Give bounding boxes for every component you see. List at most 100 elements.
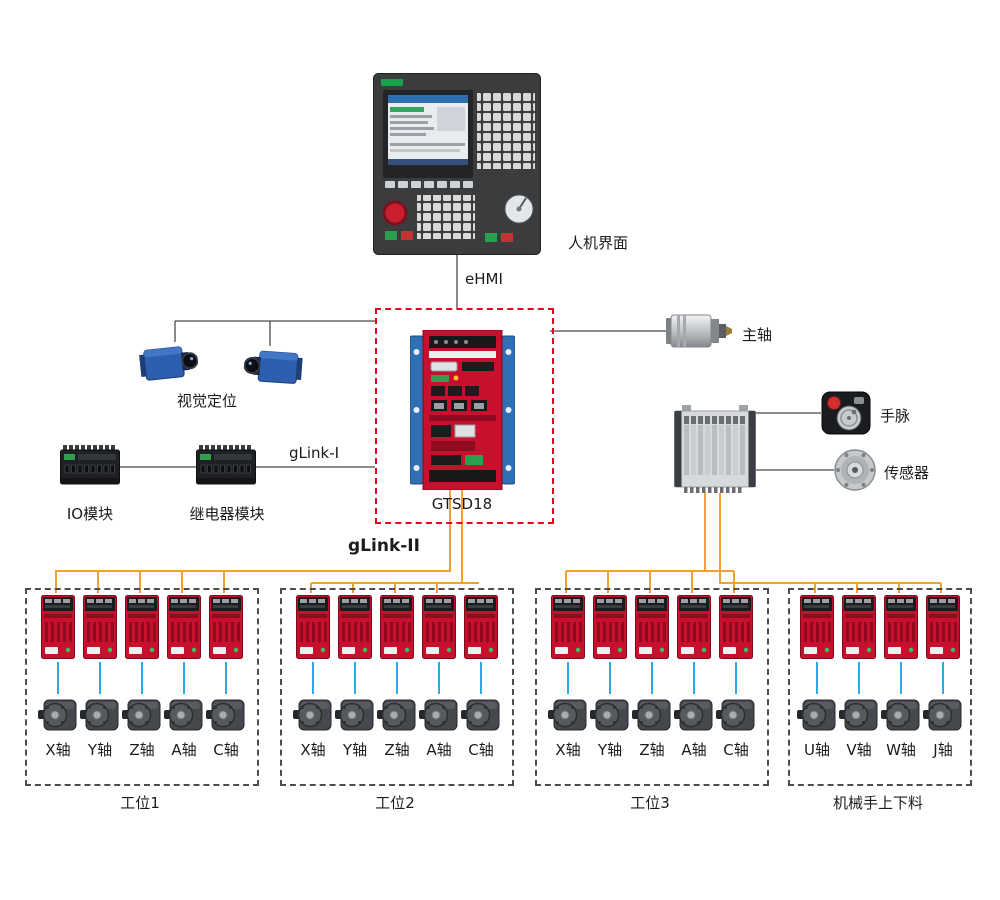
servo-motor-icon <box>164 699 203 731</box>
servo-motor-icon <box>461 699 500 731</box>
servo-drive-icon <box>551 595 585 659</box>
drive-motor-link <box>438 662 440 694</box>
axis-unit: C轴 <box>202 595 250 760</box>
drive-motor-link <box>354 662 356 694</box>
servo-drive-icon <box>884 595 918 659</box>
axis-unit: Z轴 <box>373 595 421 760</box>
axis-label: X轴 <box>300 741 326 759</box>
axis-label: Y轴 <box>597 741 623 759</box>
drive-motor-link <box>225 662 227 694</box>
servo-drive-icon <box>338 595 372 659</box>
axis-unit: A轴 <box>670 595 718 760</box>
axis-label: X轴 <box>45 741 71 759</box>
handwheel-icon <box>821 391 871 435</box>
station-label: 工位2 <box>375 794 415 812</box>
axis-unit: Z轴 <box>118 595 166 760</box>
servo-drive-icon <box>41 595 75 659</box>
servo-drive-icon <box>209 595 243 659</box>
axis-unit: X轴 <box>289 595 337 760</box>
drive-motor-link <box>693 662 695 694</box>
axis-label: U轴 <box>804 741 830 759</box>
servo-drive-icon <box>677 595 711 659</box>
drive-motor-link <box>312 662 314 694</box>
servo-motor-icon <box>293 699 332 731</box>
axis-label: Z轴 <box>129 741 155 759</box>
controller-dashed-box <box>375 308 554 524</box>
axis-unit: Y轴 <box>331 595 379 760</box>
glink1-label: gLink-I <box>288 444 340 462</box>
spindle-label: 主轴 <box>742 326 773 344</box>
terminal-module-icon <box>674 405 756 493</box>
servo-motor-icon <box>839 699 878 731</box>
axis-unit: A轴 <box>160 595 208 760</box>
axis-label: V轴 <box>846 741 872 759</box>
glink2-label: gLink-II <box>348 536 420 556</box>
axis-unit: W轴 <box>877 595 925 760</box>
axis-label: A轴 <box>171 741 197 759</box>
servo-drive-icon <box>380 595 414 659</box>
station-box-1: X轴 Y轴 Z轴 A轴 C轴 <box>25 588 259 786</box>
relay-module-icon <box>196 444 256 485</box>
servo-motor-icon <box>590 699 629 731</box>
drive-motor-link <box>858 662 860 694</box>
servo-drive-icon <box>635 595 669 659</box>
axis-label: A轴 <box>681 741 707 759</box>
servo-motor-icon <box>797 699 836 731</box>
servo-motor-icon <box>38 699 77 731</box>
axis-unit: U轴 <box>793 595 841 760</box>
drive-motor-link <box>141 662 143 694</box>
servo-motor-icon <box>419 699 458 731</box>
ehmi-label: eHMI <box>465 270 503 288</box>
servo-motor-icon <box>335 699 374 731</box>
servo-motor-icon <box>122 699 161 731</box>
servo-motor-icon <box>716 699 755 731</box>
servo-drive-icon <box>593 595 627 659</box>
relay-module-label: 继电器模块 <box>189 505 265 523</box>
axis-unit: Y轴 <box>76 595 124 760</box>
drive-motor-link <box>57 662 59 694</box>
cnc-hmi-panel-icon <box>373 73 541 255</box>
axis-unit: V轴 <box>835 595 883 760</box>
drive-motor-link <box>99 662 101 694</box>
station-box-3: X轴 Y轴 Z轴 A轴 C轴 <box>535 588 769 786</box>
sensor-icon <box>834 449 876 491</box>
axis-label: C轴 <box>468 741 494 759</box>
axis-label: C轴 <box>723 741 749 759</box>
drive-motor-link <box>735 662 737 694</box>
vision-camera-icon <box>242 349 304 385</box>
axis-label: A轴 <box>426 741 452 759</box>
station-label: 工位3 <box>630 794 670 812</box>
axis-unit: C轴 <box>712 595 760 760</box>
axis-label: J轴 <box>933 741 953 759</box>
axis-unit: J轴 <box>919 595 967 760</box>
axis-label: X轴 <box>555 741 581 759</box>
servo-drive-icon <box>125 595 159 659</box>
drive-motor-link <box>480 662 482 694</box>
axis-unit: A轴 <box>415 595 463 760</box>
axis-label: Y轴 <box>342 741 368 759</box>
vision-camera-icon <box>137 344 200 382</box>
drive-motor-link <box>816 662 818 694</box>
hmi-label: 人机界面 <box>568 234 629 252</box>
vision-label: 视觉定位 <box>176 392 237 410</box>
servo-drive-icon <box>719 595 753 659</box>
servo-motor-icon <box>377 699 416 731</box>
drive-motor-link <box>942 662 944 694</box>
axis-label: Y轴 <box>87 741 113 759</box>
axis-unit: Y轴 <box>586 595 634 760</box>
servo-drive-icon <box>464 595 498 659</box>
drive-motor-link <box>900 662 902 694</box>
axis-label: C轴 <box>213 741 239 759</box>
servo-drive-icon <box>296 595 330 659</box>
drive-motor-link <box>609 662 611 694</box>
servo-motor-icon <box>881 699 920 731</box>
servo-drive-icon <box>842 595 876 659</box>
servo-drive-icon <box>926 595 960 659</box>
sensor-label: 传感器 <box>884 464 930 482</box>
axis-label: Z轴 <box>384 741 410 759</box>
servo-motor-icon <box>206 699 245 731</box>
axis-unit: X轴 <box>544 595 592 760</box>
axis-unit: X轴 <box>34 595 82 760</box>
servo-drive-icon <box>83 595 117 659</box>
